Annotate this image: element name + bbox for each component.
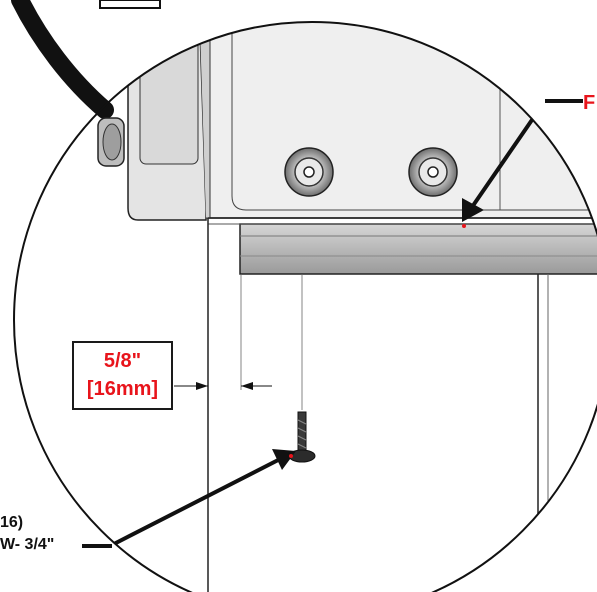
top-bracket (99, 0, 161, 9)
mounting-rail (239, 223, 597, 275)
dimension-imperial: 5/8" (103, 350, 142, 372)
bolt-icon (408, 147, 458, 197)
cabinet-panel (207, 22, 597, 219)
detail-circle (13, 21, 597, 592)
part-callout-f: F (583, 92, 596, 114)
screw-icon (288, 411, 316, 463)
bolt-icon (284, 147, 334, 197)
cable (11, 0, 114, 119)
hardware-callout-size: W- 3/4" (0, 536, 55, 553)
hardware-callout-qty: 16) (0, 514, 24, 531)
dimension-box: 5/8" [16mm] (72, 341, 173, 410)
magnified-detail (82, 22, 597, 592)
dimension-metric: [16mm] (86, 378, 159, 400)
leader-screw (82, 454, 287, 548)
